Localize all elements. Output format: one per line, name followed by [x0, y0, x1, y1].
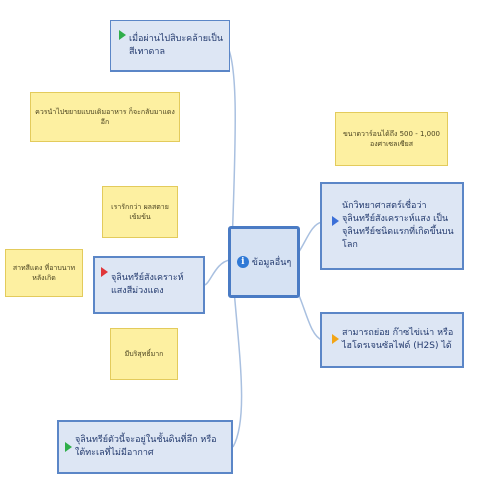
link-mid-left — [203, 259, 231, 286]
note-top-left[interactable]: ควรนำไปขยายแบบเดิมอาหาร ก็จะกลับมาแดงอีก — [30, 92, 180, 142]
node-mid-left[interactable]: จุลินทรีย์สังเคราะห์แสงสีม่วงแดง — [93, 256, 205, 314]
node-top-left[interactable]: เมื่อผ่านไปสิบะคล้ายเป็นสีเทาดาล — [110, 20, 230, 72]
info-icon: i — [236, 256, 249, 268]
note-mid-left[interactable]: สาทสีแดง ที่อาบนาทหลังเกิด — [5, 249, 83, 297]
node-bottom-left[interactable]: จุลินทรีย์ตัวนี้จะอยู่ในชั้นดินที่ลึก หร… — [57, 420, 233, 474]
node-label: สามารถย่อย ก๊าซไข่เน่า หรือ ไฮโดรเจนซัลไ… — [342, 328, 454, 351]
center-label: ข้อมูลอื่นๆ — [251, 258, 292, 268]
note-text: สาทสีแดง ที่อาบนาทหลังเกิด — [12, 264, 76, 282]
link-bottom-left — [232, 289, 243, 448]
note-mid-bottom[interactable]: มีบริสุทธิ์มาก — [110, 328, 178, 380]
note-mid-top[interactable]: เรารักกว่า ผลสตายเข้มข้น — [102, 186, 178, 238]
orange-flag-icon — [332, 334, 339, 344]
node-label: นักวิทยาศาสตร์เชื่อว่าจุลินทรีย์สังเคราะ… — [342, 201, 454, 250]
red-flag-icon — [101, 267, 108, 277]
green-flag-icon — [119, 30, 126, 40]
note-text: มีบริสุทธิ์มาก — [124, 350, 164, 358]
node-right-upper[interactable]: นักวิทยาศาสตร์เชื่อว่าจุลินทรีย์สังเคราะ… — [320, 182, 464, 270]
green-flag-icon — [65, 442, 72, 452]
node-label: เมื่อผ่านไปสิบะคล้ายเป็นสีเทาดาล — [129, 33, 223, 57]
node-label: จุลินทรีย์ตัวนี้จะอยู่ในชั้นดินที่ลึก หร… — [75, 435, 217, 458]
note-right[interactable]: ขนาดวาร์อนได้ถึง 500 - 1,000 องศาเซลเซีย… — [335, 112, 448, 166]
node-right-lower[interactable]: สามารถย่อย ก๊าซไข่เน่า หรือ ไฮโดรเจนซัลไ… — [320, 312, 464, 368]
center-node[interactable]: i ข้อมูลอื่นๆ — [228, 226, 300, 298]
note-text: ควรนำไปขยายแบบเดิมอาหาร ก็จะกลับมาแดงอีก — [35, 108, 175, 126]
note-text: ขนาดวาร์อนได้ถึง 500 - 1,000 องศาเซลเซีย… — [343, 130, 440, 148]
link-top-left — [224, 41, 237, 249]
note-text: เรารักกว่า ผลสตายเข้มข้น — [111, 203, 169, 221]
blue-flag-icon — [332, 216, 339, 226]
node-label: จุลินทรีย์สังเคราะห์แสงสีม่วงแดง — [111, 273, 184, 296]
